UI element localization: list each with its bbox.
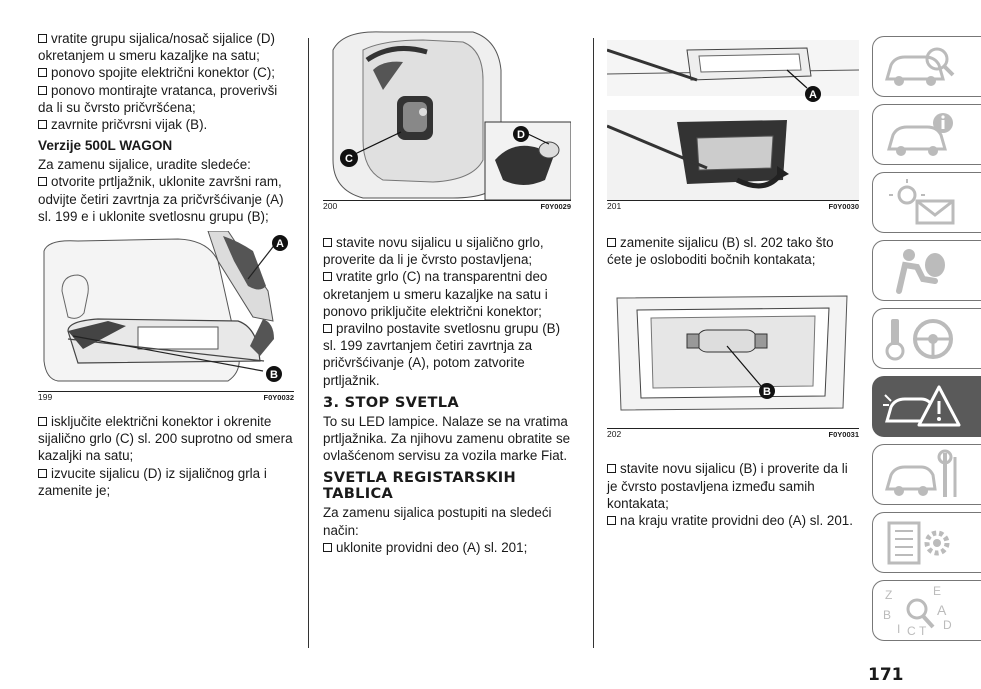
tab-starting-driving[interactable] <box>872 308 981 369</box>
column-1: vratite grupu sijalica/nosač sijalice (D… <box>38 30 294 499</box>
figure-200: C D 200 F0Y0029 <box>323 30 571 212</box>
section-heading: 3. STOP SVETLA <box>323 393 459 411</box>
plate-bulb-illustration: B <box>607 278 859 429</box>
tab-lights-warnings[interactable] <box>872 172 981 233</box>
tab-car-overview[interactable] <box>872 36 981 97</box>
figure-201: A 201 F0Y0030 <box>607 30 859 212</box>
letter-z: Z <box>885 588 892 602</box>
figure-202: B 202 F0Y0031 <box>607 278 859 440</box>
paragraph: Za zamenu sijalice, uradite sledeće: <box>38 157 251 173</box>
list-item: zamenite sijalicu (B) sl. 202 tako što ć… <box>607 235 834 268</box>
car-search-icon <box>885 47 955 86</box>
tab-emergency[interactable] <box>872 376 981 437</box>
index-search-icon: Z E B A I C T D <box>883 585 952 637</box>
letter-i: I <box>897 622 900 636</box>
figure-code: F0Y0030 <box>828 202 859 211</box>
figure-number: 200 <box>323 201 338 211</box>
tab-maintenance[interactable] <box>872 444 981 505</box>
paragraph: To su LED lampice. Nalaze se na vratima … <box>323 413 571 464</box>
list-item: stavite novu sijalicu u sijalično grlo, … <box>323 235 544 268</box>
column-3: A 201 F0Y0030 zamenite sijalicu (B) sl. … <box>607 30 859 529</box>
figure-code: F0Y0031 <box>828 430 859 440</box>
section-subheading: Verzije 500L WAGON <box>38 138 173 154</box>
letter-a: A <box>937 602 947 618</box>
list-item: ponovo spojite električni konektor (C); <box>38 64 294 81</box>
checkbox-bullet-icon <box>323 272 332 282</box>
label-d: D <box>517 129 525 141</box>
list-item: otvorite prtljažnik, uklonite završni ra… <box>38 174 284 224</box>
checkbox-bullet-icon <box>607 238 616 247</box>
list-item: vratite grupu sijalica/nosač sijalice (D… <box>38 31 276 64</box>
column-divider <box>308 38 309 648</box>
column-divider <box>593 38 594 648</box>
checkbox-bullet-icon <box>38 417 47 427</box>
bulb-holder-illustration: C D <box>323 30 571 200</box>
list-item: izvucite sijalicu (D) iz sijaličnog grla… <box>38 465 267 498</box>
figure-number: 199 <box>38 392 53 403</box>
checkbox-bullet-icon <box>38 468 47 478</box>
list-item: isključite električni konektor i okrenit… <box>38 414 293 464</box>
figure-code: F0Y0032 <box>263 393 294 403</box>
warning-lights-envelope-icon <box>889 179 955 225</box>
key-steering-wheel-icon <box>885 319 953 361</box>
letter-e: E <box>933 585 941 598</box>
letter-c: C <box>907 624 916 637</box>
checkbox-bullet-icon <box>607 464 616 474</box>
checkbox-bullet-icon <box>323 324 332 334</box>
figure-number: 201 <box>607 201 622 211</box>
column-2: C D 200 F0Y0029 stavite novu sijalicu u … <box>323 30 571 556</box>
plate-light-removal-illustration: A <box>607 30 859 200</box>
rear-light-illustration: A B <box>38 231 294 392</box>
list-item: uklonite providni deo (A) sl. 201; <box>323 539 571 556</box>
letter-b: B <box>883 608 891 622</box>
figure-caption: 199 F0Y0032 <box>38 391 294 403</box>
car-breakdown-warning-icon <box>883 385 961 427</box>
list-item: vratite grlo (C) na transparentni deo ok… <box>323 269 548 319</box>
list-item: stavite novu sijalicu (B) i proverite da… <box>607 461 848 511</box>
label-c: C <box>345 153 353 165</box>
car-info-icon <box>887 113 953 156</box>
letter-t: T <box>919 624 927 637</box>
label-a: A <box>276 238 284 250</box>
checkbox-bullet-icon <box>607 516 616 526</box>
tab-index[interactable]: Z E B A I C T D <box>872 580 981 641</box>
chapter-tabs: Z E B A I C T D <box>872 36 981 648</box>
list-item: zavrnite pričvrsni vijak (B). <box>38 116 294 133</box>
checkbox-bullet-icon <box>38 120 47 130</box>
figure-199: A B 199 F0Y0032 <box>38 231 294 403</box>
tab-safety[interactable] <box>872 240 981 301</box>
list-item: na kraju vratite providni deo (A) sl. 20… <box>607 512 859 529</box>
car-maintenance-tools-icon <box>885 449 957 497</box>
figure-caption: 200 F0Y0029 <box>323 200 571 212</box>
checkbox-bullet-icon <box>323 238 332 247</box>
page-number: 171 <box>868 665 904 685</box>
checkbox-bullet-icon <box>323 542 332 552</box>
checkbox-bullet-icon <box>38 85 47 95</box>
label-b: B <box>763 386 771 398</box>
list-item: ponovo montirajte vratanca, proverivši d… <box>38 82 278 115</box>
label-a: A <box>809 89 817 101</box>
list-item: pravilno postavite svetlosnu grupu (B) s… <box>323 321 561 388</box>
section-heading: SVETLA REGISTARSKIH TABLICA <box>323 469 517 503</box>
figure-caption: 202 F0Y0031 <box>607 428 859 440</box>
letter-d: D <box>943 618 952 632</box>
checkbox-bullet-icon <box>38 177 47 187</box>
tab-dashboard-info[interactable] <box>872 104 981 165</box>
figure-number: 202 <box>607 429 622 440</box>
label-b: B <box>270 369 278 381</box>
tab-technical-data[interactable] <box>872 512 981 573</box>
specifications-gear-icon <box>887 521 950 565</box>
paragraph: Za zamenu sijalica postupiti na sledeći … <box>323 505 552 538</box>
checkbox-bullet-icon <box>38 34 47 43</box>
checkbox-bullet-icon <box>38 68 47 78</box>
seat-airbag-icon <box>896 249 945 294</box>
figure-code: F0Y0029 <box>540 202 571 211</box>
figure-caption: 201 F0Y0030 <box>607 200 859 212</box>
